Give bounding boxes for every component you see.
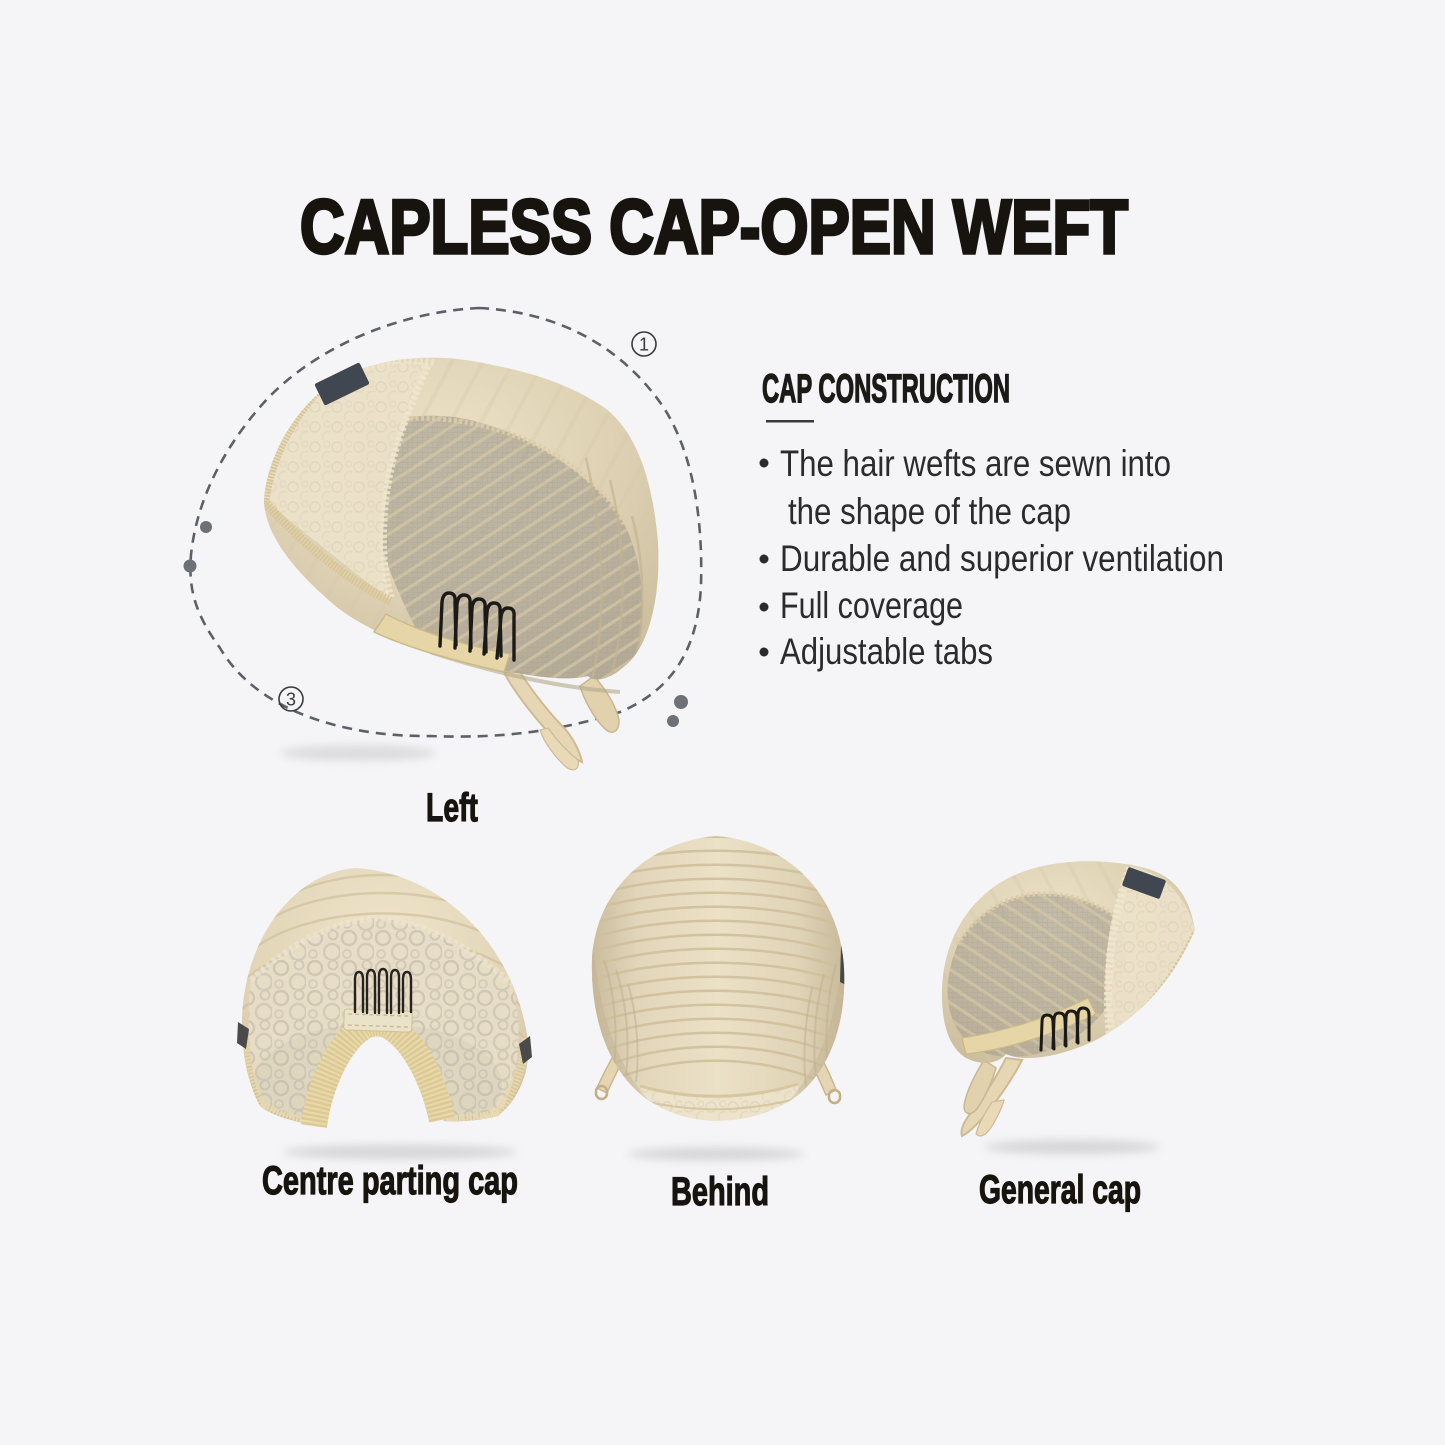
svg-text:Durable and superior ventilati: Durable and superior ventilation (780, 538, 1224, 579)
svg-text:the shape of the cap: the shape of the cap (788, 491, 1071, 532)
svg-text:Left: Left (426, 786, 478, 830)
svg-text:1: 1 (639, 335, 649, 355)
svg-text:CAP CONSTRUCTION: CAP CONSTRUCTION (762, 367, 1010, 411)
svg-text:The hair wefts are sewn into: The hair wefts are sewn into (780, 443, 1171, 484)
svg-text:Adjustable tabs: Adjustable tabs (780, 631, 993, 672)
svg-text:Centre parting cap: Centre parting cap (262, 1159, 518, 1203)
svg-text:Behind: Behind (671, 1170, 769, 1214)
svg-text:CAPLESS CAP-OPEN WEFT: CAPLESS CAP-OPEN WEFT (300, 185, 1128, 270)
svg-text:Full coverage: Full coverage (780, 585, 963, 626)
svg-text:General cap: General cap (979, 1168, 1141, 1212)
svg-text:3: 3 (286, 690, 296, 710)
